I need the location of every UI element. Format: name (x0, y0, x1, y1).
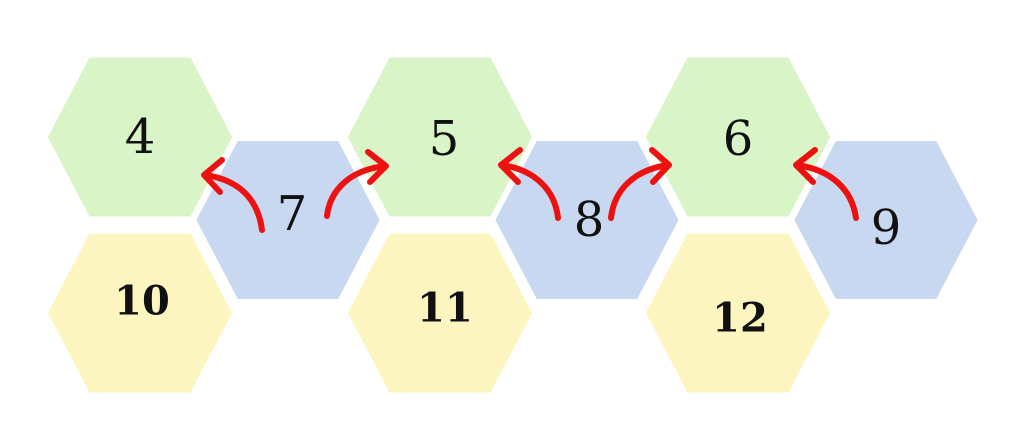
hexagon-11: 11 (345, 231, 535, 395)
hexagon-12-label: 12 (712, 295, 768, 342)
hexagon-9: 9 (791, 138, 981, 302)
hexagon-12: 12 (643, 231, 833, 395)
hexagon-5: 5 (345, 55, 535, 219)
hexagon-7-label: 7 (277, 186, 308, 242)
arrow-8-to-5-icon (498, 147, 561, 221)
arrow-8-to-6-icon (608, 147, 672, 221)
hexagon-4-label: 4 (125, 109, 156, 165)
hexagon-6-label: 6 (723, 111, 754, 167)
arrow-9-to-6-icon (793, 147, 859, 221)
hexagon-11-label: 11 (417, 285, 473, 332)
hexagon-5-label: 5 (429, 111, 460, 167)
arrow-7-to-5-icon (324, 149, 389, 219)
hexagon-10: 10 (45, 231, 235, 395)
hexagon-8-label: 8 (574, 192, 605, 248)
hexagon-4: 4 (45, 55, 235, 219)
hexagon-8: 8 (492, 138, 682, 302)
hexagon-9-label: 9 (871, 200, 902, 256)
hexagon-10-label: 10 (114, 278, 170, 325)
hexagon-6: 6 (643, 55, 833, 219)
arrow-7-to-4-icon (201, 157, 265, 233)
hexagon-7: 7 (193, 138, 383, 302)
